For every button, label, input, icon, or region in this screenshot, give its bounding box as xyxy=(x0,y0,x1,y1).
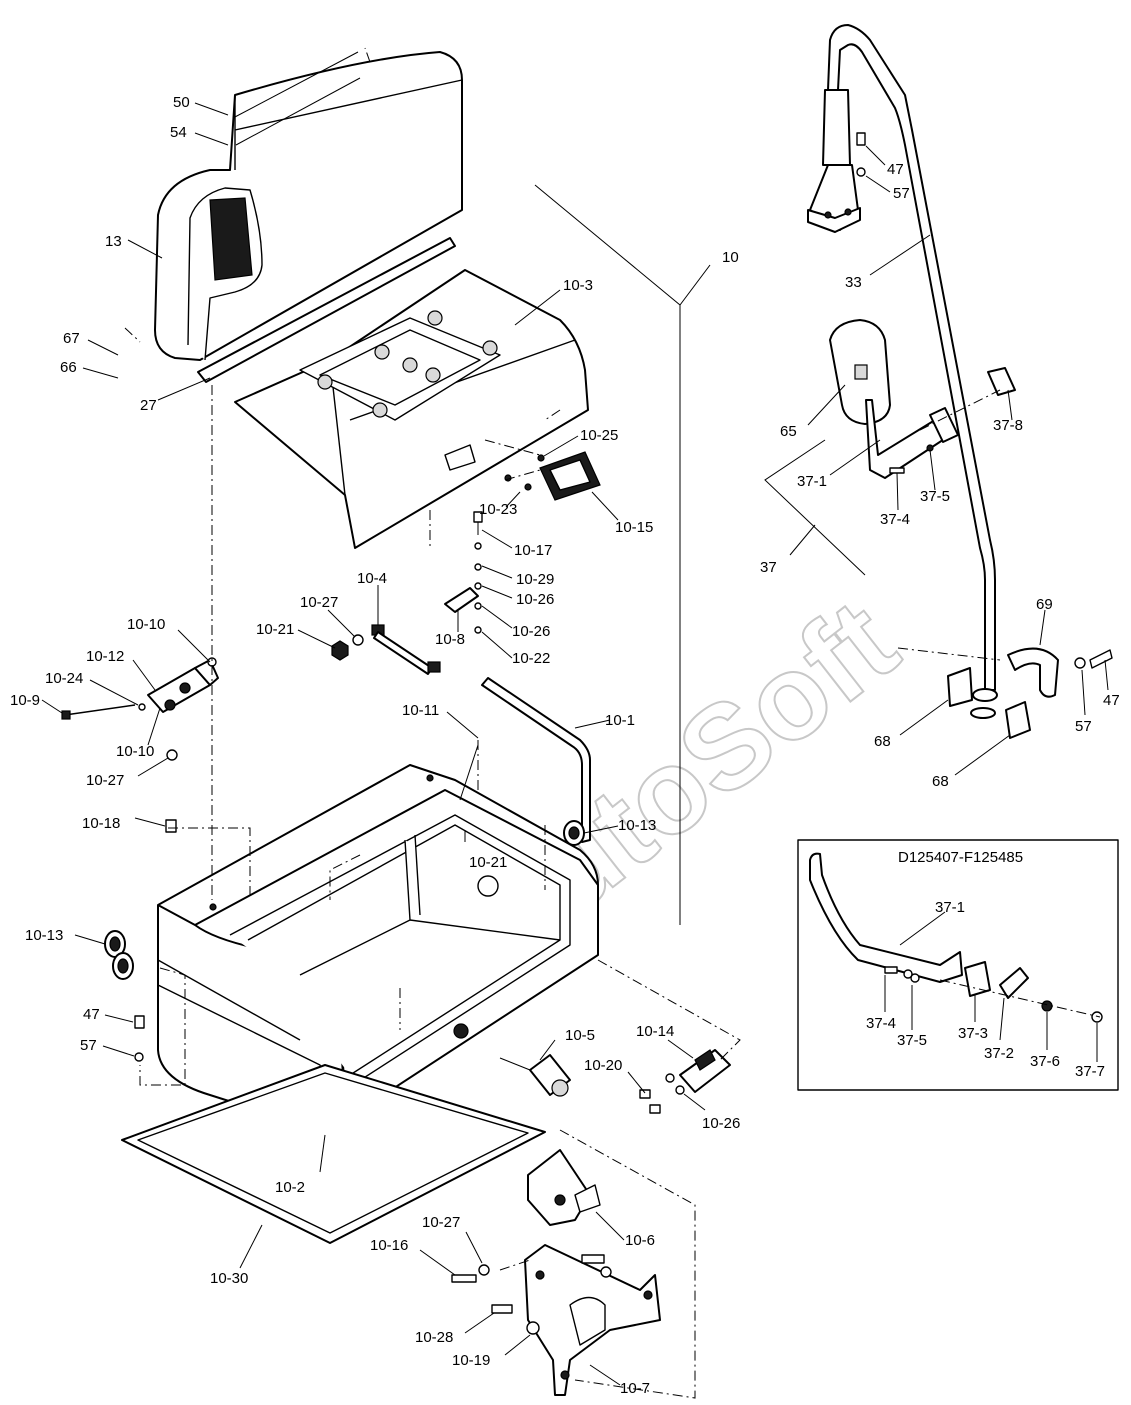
fastener-stack xyxy=(473,511,483,634)
callout-10-12: 10-12 xyxy=(86,648,124,665)
callout-10-14: 10-14 xyxy=(636,1023,674,1040)
nut xyxy=(331,640,349,661)
callout-10-5: 10-5 xyxy=(565,1027,595,1044)
mirror-part xyxy=(829,319,891,425)
toolbox-part xyxy=(157,764,599,1131)
callout-10-30: 10-30 xyxy=(210,1270,248,1287)
callout-10-10a: 10-10 xyxy=(127,616,165,633)
callout-65: 65 xyxy=(780,423,797,440)
callout-10-16: 10-16 xyxy=(370,1237,408,1254)
callout-10-19: 10-19 xyxy=(452,1352,490,1369)
callout-10-24: 10-24 xyxy=(45,670,83,687)
callout-33: 33 xyxy=(845,274,862,291)
callout-10-26a: 10-26 xyxy=(516,591,554,608)
lid-part xyxy=(234,269,589,549)
callout-69: 69 xyxy=(1036,596,1053,613)
callout-10-22: 10-22 xyxy=(512,650,550,667)
callout-10-13a: 10-13 xyxy=(618,817,656,834)
callout-54: 54 xyxy=(170,124,187,141)
callout-47c: 47 xyxy=(1103,692,1120,709)
bracket-part xyxy=(524,1244,661,1396)
callout-10-25: 10-25 xyxy=(580,427,618,444)
callout-10-21b: 10-21 xyxy=(469,854,507,871)
inset-label-37-2: 37-2 xyxy=(984,1045,1014,1062)
callout-37: 37 xyxy=(760,559,777,576)
callout-10-29: 10-29 xyxy=(516,571,554,588)
clamp-part xyxy=(947,647,1113,739)
callout-10-27a: 10-27 xyxy=(300,594,338,611)
callout-10-9: 10-9 xyxy=(10,692,40,709)
callout-50: 50 xyxy=(173,94,190,111)
callout-10-13b: 10-13 xyxy=(25,927,63,944)
inset-label-37-6: 37-6 xyxy=(1030,1053,1060,1070)
callout-10-1: 10-1 xyxy=(605,712,635,729)
callout-10-8: 10-8 xyxy=(435,631,465,648)
callout-10-3: 10-3 xyxy=(563,277,593,294)
callout-37-8: 37-8 xyxy=(993,417,1023,434)
side-cover-part xyxy=(154,51,463,361)
callout-10-10b: 10-10 xyxy=(116,743,154,760)
callout-10-26b: 10-26 xyxy=(512,623,550,640)
handle-part xyxy=(539,451,601,501)
callout-66: 66 xyxy=(60,359,77,376)
callout-labels: 50 54 13 67 66 27 10 10-3 10-25 10-15 10… xyxy=(10,94,1120,1397)
mirror-arm-part xyxy=(807,24,998,719)
callout-10-26c: 10-26 xyxy=(702,1115,740,1132)
callout-10-27b: 10-27 xyxy=(86,772,124,789)
inset-label-37-4: 37-4 xyxy=(866,1015,896,1032)
seal-strip-part xyxy=(197,237,456,383)
inset-label-37-7: 37-7 xyxy=(1075,1063,1105,1080)
latch-bracket-part xyxy=(444,587,479,613)
callout-68a: 68 xyxy=(874,733,891,750)
gas-strut-part xyxy=(371,624,441,675)
callout-10: 10 xyxy=(722,249,739,266)
callout-10-7: 10-7 xyxy=(620,1380,650,1397)
callout-10-2: 10-2 xyxy=(275,1179,305,1196)
callout-57c: 57 xyxy=(1075,718,1092,735)
inset-panel: D125407-F125485 37-1 37-4 37-5 37-3 37-2… xyxy=(797,839,1119,1091)
callout-10-11: 10-11 xyxy=(402,702,439,719)
callout-10-21a: 10-21 xyxy=(256,621,294,638)
mirror-bracket-part xyxy=(865,367,1016,479)
callout-13: 13 xyxy=(105,233,122,250)
callout-57a: 57 xyxy=(80,1037,97,1054)
callout-27: 27 xyxy=(140,397,157,414)
callout-37-4: 37-4 xyxy=(880,511,910,528)
latch-part xyxy=(639,1049,731,1114)
callout-10-17: 10-17 xyxy=(514,542,552,559)
callout-10-6: 10-6 xyxy=(625,1232,655,1249)
callout-10-27c: 10-27 xyxy=(422,1214,460,1231)
callout-10-20: 10-20 xyxy=(584,1057,622,1074)
leader-lines xyxy=(41,51,1109,1386)
grommet-part xyxy=(104,820,585,980)
callout-10-23: 10-23 xyxy=(479,501,517,518)
callout-68b: 68 xyxy=(932,773,949,790)
callout-47a: 47 xyxy=(83,1006,100,1023)
callout-10-4: 10-4 xyxy=(357,570,387,587)
inset-label-37-5: 37-5 xyxy=(897,1032,927,1049)
inset-title: D125407-F125485 xyxy=(898,849,1023,866)
callout-37-5: 37-5 xyxy=(920,488,950,505)
mount-block-part xyxy=(527,1149,601,1226)
callout-37-1: 37-1 xyxy=(797,473,827,490)
inset-label-37-3: 37-3 xyxy=(958,1025,988,1042)
callout-57b: 57 xyxy=(893,185,910,202)
callout-67: 67 xyxy=(63,330,80,347)
washer xyxy=(352,634,364,646)
callout-10-15: 10-15 xyxy=(615,519,653,536)
trim-strip-part xyxy=(481,677,591,843)
callout-10-28: 10-28 xyxy=(415,1329,453,1346)
lock-part xyxy=(499,1054,571,1097)
inset-label-37-1: 37-1 xyxy=(935,899,965,916)
callout-47b: 47 xyxy=(887,161,904,178)
callout-10-18: 10-18 xyxy=(82,815,120,832)
